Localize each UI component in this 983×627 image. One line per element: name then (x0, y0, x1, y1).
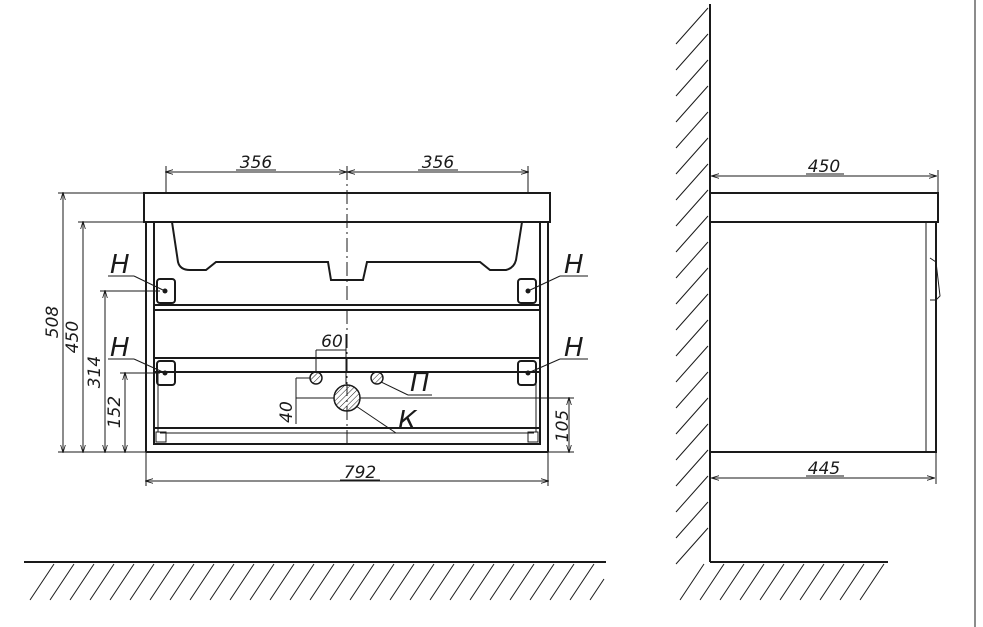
dim-445: 445 (808, 459, 840, 479)
label-mount-top-right: Н (564, 250, 584, 280)
dim-105: 105 (553, 410, 573, 442)
label-water-inlet: П (410, 368, 430, 398)
label-mount-bottom-right: Н (564, 333, 584, 363)
label-mount-top-left: Н (110, 250, 130, 280)
label-mount-bottom-left: Н (110, 333, 130, 363)
dim-356-left: 356 (240, 153, 273, 173)
water-pipe-left (309, 371, 323, 385)
side-handle (929, 257, 941, 301)
dim-drain-height: 105 (360, 398, 574, 452)
dim-pipe-offset: 40 (277, 377, 334, 424)
mount-bracket-top-right (517, 278, 537, 304)
side-view: 450 445 (675, 0, 976, 627)
dim-side-body: 445 (712, 452, 937, 484)
dim-top: 356 356 (166, 153, 528, 193)
dim-left-stack: 508 450 314 152 (43, 193, 160, 452)
side-floor (679, 561, 888, 601)
drain-pipe (333, 384, 361, 412)
mount-labels: Н Н Н Н (108, 250, 588, 374)
dim-total-width: 792 (146, 452, 548, 486)
dim-792: 792 (344, 463, 376, 483)
dim-side-top: 450 (712, 157, 939, 193)
dim-152: 152 (105, 396, 125, 428)
wall (675, 4, 711, 565)
label-drain: К (398, 406, 418, 436)
dim-pipe-spacing: 60 (315, 332, 347, 384)
label-water-inlet-group: П (380, 368, 432, 398)
front-view: 356 356 508 450 314 152 Н (24, 153, 606, 601)
dim-314: 314 (85, 356, 105, 388)
dim-450-side: 450 (808, 157, 840, 177)
water-pipe-right (370, 371, 384, 385)
label-drain-group: К (355, 405, 418, 436)
side-countertop (709, 192, 939, 223)
dim-356-right: 356 (422, 153, 455, 173)
dim-40: 40 (277, 401, 297, 423)
dim-508: 508 (43, 306, 63, 339)
dim-450-body: 450 (63, 321, 83, 353)
dim-60: 60 (321, 332, 343, 352)
side-body (709, 221, 937, 453)
front-floor-hatch (29, 563, 605, 601)
front-floor (24, 561, 606, 601)
